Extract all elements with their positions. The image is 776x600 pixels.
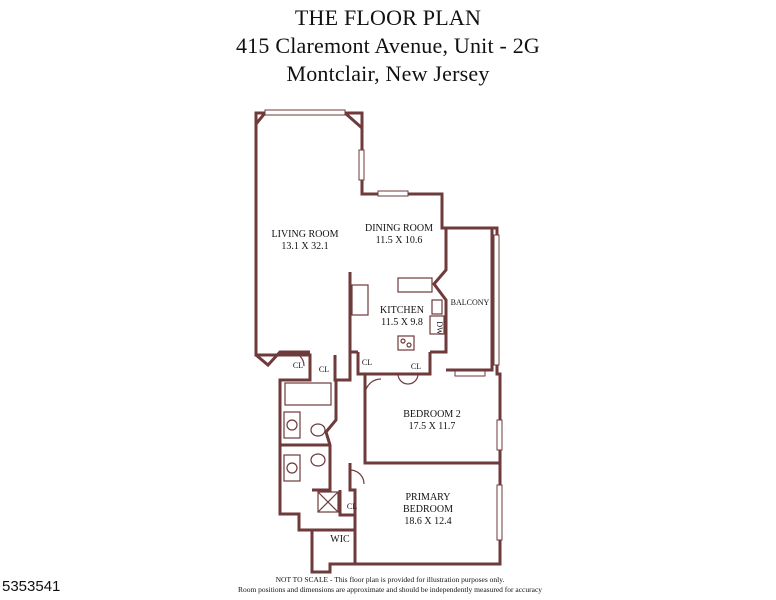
wic-label: WIC [330,534,350,545]
primary-label-2: BEDROOM [403,504,453,515]
kitchen-counter-left [351,284,369,316]
listing-id: 5353541 [2,578,61,595]
dishwasher-label: DW [435,321,444,335]
living-window-side [358,149,365,181]
disclaimer-line-1: NOT TO SCALE - This floor plan is provid… [275,575,505,584]
disclaimer: NOT TO SCALE - This floor plan is provid… [190,575,590,595]
plan-header: THE FLOOR PLAN 415 Claremont Avenue, Uni… [0,4,776,88]
dining-window [377,190,409,197]
living-room-label: LIVING ROOM [272,229,339,240]
bedroom2-wall [363,374,500,465]
dining-room-dims: 11.5 X 10.6 [376,235,423,246]
living-window-top [264,109,346,116]
balcony-wall [446,226,494,372]
door-swing-icon [349,469,365,485]
sink-basin-icon [286,462,298,474]
kitchen-dims: 11.5 X 9.8 [381,317,423,328]
bedroom2-window-top [454,370,486,377]
toilet-icon [310,453,326,467]
kitchen-label: KITCHEN [380,305,424,316]
disclaimer-line-2: Room positions and dimensions are approx… [237,585,543,594]
dishwasher-icon [429,315,445,335]
living-lower-wall [255,350,310,368]
balcony-label: BALCONY [451,298,490,307]
bedroom2-dims: 17.5 X 11.7 [409,421,456,432]
sink-basin-icon [286,419,298,431]
closet-label: CL [347,502,357,511]
shower-cross-icon [317,491,339,513]
outer-wall [254,111,502,574]
closet-label: CL [411,362,421,371]
dining-room-label: DINING ROOM [365,223,433,234]
kitchen-east-wall [430,228,448,354]
balcony-window [493,234,500,366]
door-swing-icon [364,378,382,396]
door-swing-icon [289,351,305,367]
plan-address: 415 Claremont Avenue, Unit - 2G [236,33,540,58]
primary-west-wall [348,463,357,564]
sink-icon [431,299,443,315]
primary-dims: 18.6 X 12.4 [404,516,451,527]
dining-kitchen-wall [348,272,358,354]
burner-icon [406,342,412,348]
closet-label: CL [319,365,329,374]
bedroom2-label: BEDROOM 2 [403,409,461,420]
shower-icon [317,491,339,513]
living-diagonal-wall [344,111,363,130]
door-swing-icon [397,373,419,385]
closet-label: CL [362,358,372,367]
vanity-icon [283,454,301,482]
kitchen-counter-top [397,277,433,293]
bathtub-icon [284,382,332,406]
bath-wall [280,380,338,492]
wic-wall [312,490,355,532]
burner-icon [400,338,406,344]
vanity-icon [283,411,301,439]
primary-label-1: PRIMARY [405,492,450,503]
plan-city: Montclair, New Jersey [286,61,490,86]
bedroom2-window [496,419,503,451]
living-room-dims: 13.1 X 32.1 [281,241,328,252]
toilet-icon [310,423,326,437]
kitchen-south-wall [356,352,432,376]
primary-window [496,484,503,541]
stove-icon [397,335,415,351]
hall-closet-wall [308,352,352,382]
closet-label: CL [293,361,303,370]
plan-title: THE FLOOR PLAN [294,5,482,30]
